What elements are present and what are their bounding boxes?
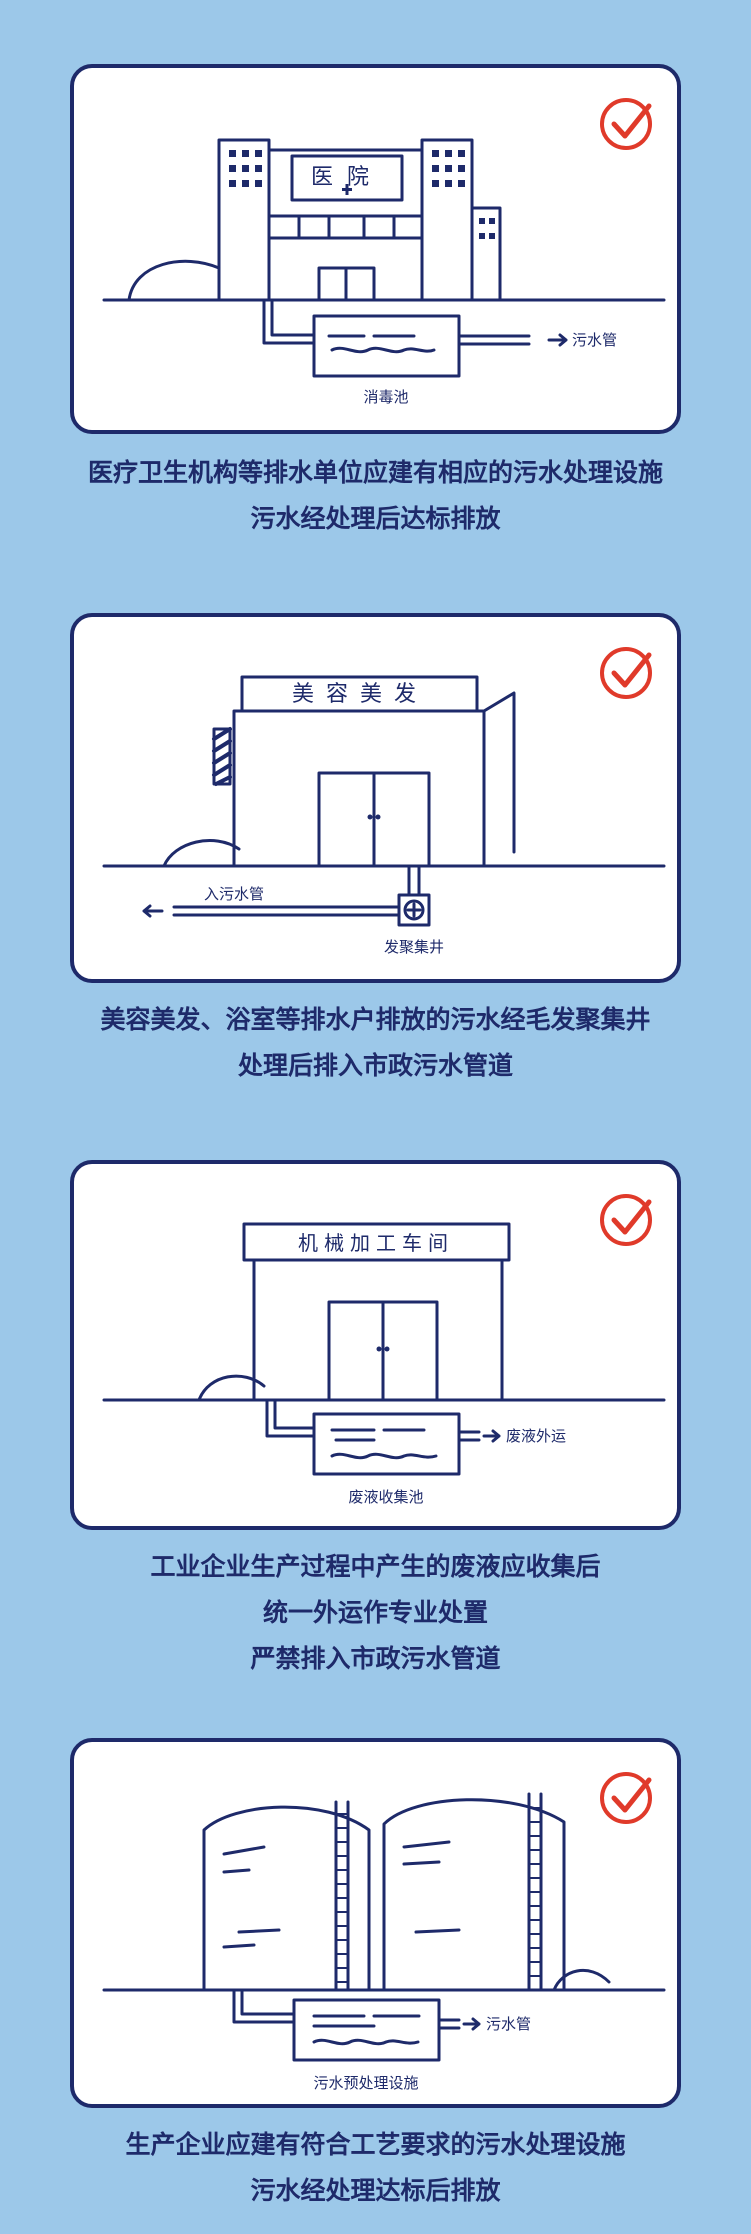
caption-line: 统一外运作专业处置 [262, 1598, 488, 1627]
caption-hospital: 医疗卫生机构等排水单位应建有相应的污水处理设施 污水经处理后达标排放 [0, 450, 751, 542]
caption-line: 工业企业生产过程中产生的废液应收集后 [150, 1552, 601, 1581]
workshop-sign-text: 机械加工车间 [298, 1231, 454, 1255]
sewage-pipe-label: 污水管 [486, 2015, 531, 2033]
sewer-pipe-label: 入污水管 [204, 885, 264, 903]
salon-sign-text: 美容美发 [292, 682, 428, 707]
caption-line: 污水经处理后达标排放 [250, 504, 501, 533]
waste-transport-label: 废液外运 [506, 1427, 566, 1445]
salon-illustration: 美容美发 入污水管 发聚集井 [102, 647, 666, 956]
illustration-card-workshop: 机械加工车间 废液外运 废液收集池 [70, 1160, 681, 1530]
caption-line: 医疗卫生机构等排水单位应建有相应的污水处理设施 [87, 458, 663, 487]
hospital-sign-text: 医院 [311, 165, 383, 190]
caption-line: 美容美发、浴室等排水户排放的污水经毛发聚集井 [100, 1005, 651, 1034]
caption-line: 处理后排入市政污水管道 [237, 1051, 513, 1080]
caption-line: 污水经处理达标后排放 [250, 2176, 501, 2205]
illustration-card-salon: 美容美发 入污水管 发聚集井 [70, 613, 681, 983]
caption-salon: 美容美发、浴室等排水户排放的污水经毛发聚集井 处理后排入市政污水管道 [0, 997, 751, 1089]
caption-factory: 生产企业应建有符合工艺要求的污水处理设施 污水经处理达标后排放 [0, 2122, 751, 2214]
illustration-card-hospital: 医院 消毒池 污水管 [70, 64, 681, 434]
factory-illustration: 污水管 污水预处理设施 [102, 1772, 666, 2092]
caption-line: 生产企业应建有符合工艺要求的污水处理设施 [125, 2130, 626, 2159]
waste-tank-label: 废液收集池 [348, 1488, 423, 1506]
pretreatment-label: 污水预处理设施 [313, 2074, 418, 2092]
caption-workshop: 工业企业生产过程中产生的废液应收集后 统一外运作专业处置 严禁排入市政污水管道 [0, 1544, 751, 1682]
pipe-label: 污水管 [572, 331, 617, 349]
workshop-illustration: 机械加工车间 废液外运 废液收集池 [102, 1194, 666, 1506]
tank-label: 消毒池 [363, 388, 408, 406]
illustration-card-factory: 污水管 污水预处理设施 [70, 1738, 681, 2108]
caption-line: 严禁排入市政污水管道 [250, 1644, 501, 1673]
hospital-illustration: 医院 消毒池 污水管 [102, 98, 666, 406]
hair-well-label: 发聚集井 [384, 938, 444, 956]
